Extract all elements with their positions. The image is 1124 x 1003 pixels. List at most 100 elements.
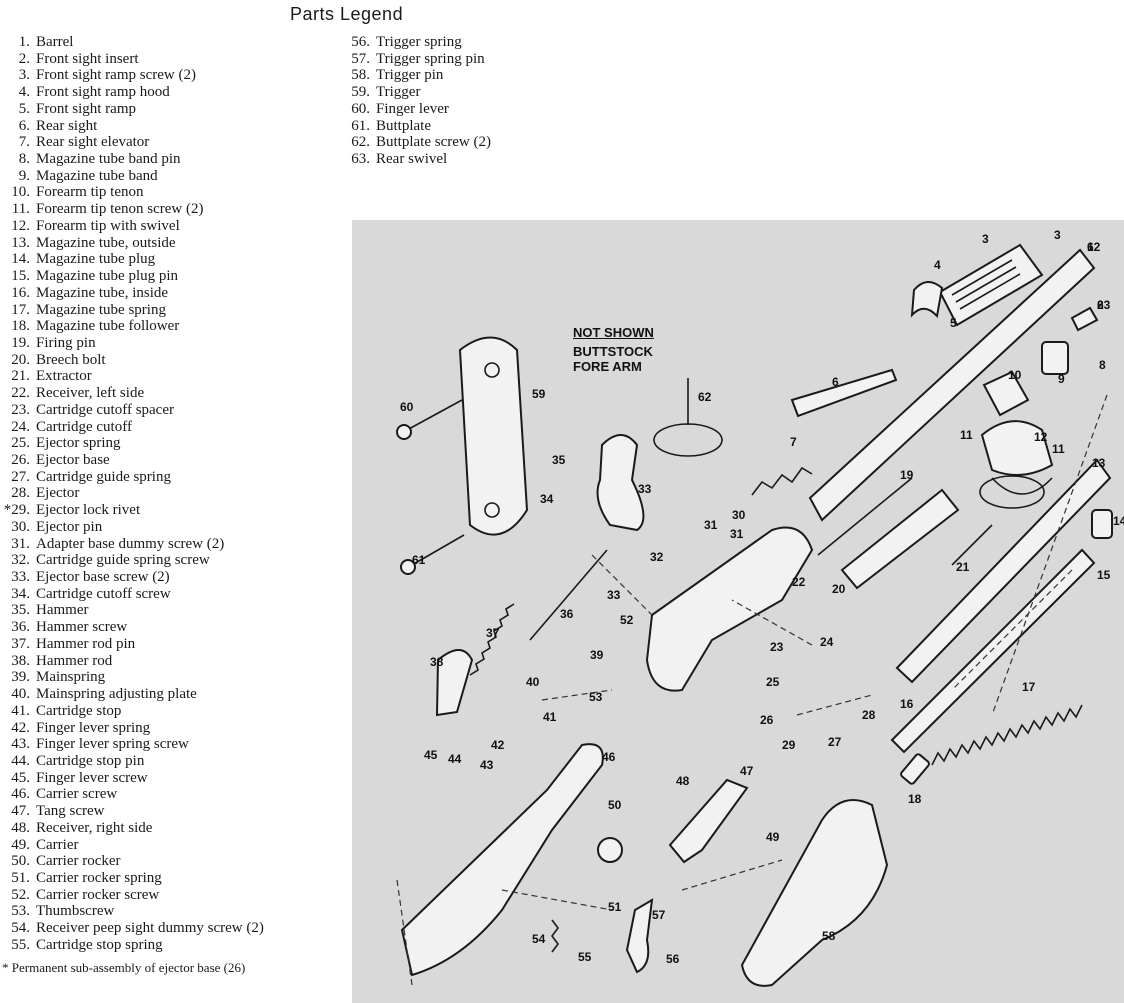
legend-item: 60.Finger lever — [338, 101, 449, 118]
legend-item-number: 43. — [11, 736, 30, 753]
legend-item-name: Magazine tube band pin — [36, 151, 181, 168]
legend-item-name: Trigger pin — [376, 67, 444, 84]
legend-item: 15.Magazine tube plug pin — [0, 268, 178, 285]
legend-item-number: 51. — [11, 870, 30, 886]
part-callout-11: 11 — [960, 428, 973, 442]
part-callout-53: 53 — [589, 690, 603, 704]
legend-item: 41.Cartridge stop — [0, 703, 121, 720]
legend-item-number: 10. — [11, 184, 30, 201]
legend-item-name: Magazine tube, inside — [36, 284, 169, 301]
part-callout-14: 14 — [1113, 514, 1124, 528]
firing-pin-part — [817, 477, 913, 556]
legend-item-name: Finger lever — [376, 100, 449, 117]
part-callout-28: 28 — [862, 708, 876, 722]
legend-item-number: 15. — [11, 268, 30, 285]
legend-item-number: 20. — [11, 351, 30, 368]
legend-item: 31.Adapter base dummy screw (2) — [0, 536, 224, 553]
legend-item-name: Extractor — [36, 368, 92, 385]
legend-item-number: 42. — [11, 719, 30, 736]
legend-item: 19.Firing pin — [0, 334, 95, 352]
part-callout-39: 39 — [590, 648, 604, 662]
tenon-part — [982, 370, 1030, 417]
thumbscrew-part — [597, 837, 623, 863]
legend-footnote: * Permanent sub-assembly of ejector base… — [2, 960, 246, 975]
legend-item: 35.Hammer — [0, 602, 88, 619]
part-callout-56: 56 — [666, 952, 680, 966]
legend-item-name: Receiver, right side — [36, 819, 153, 836]
exploded-view-drawing — [396, 243, 1113, 987]
legend-item-name: Adapter base dummy screw (2) — [36, 535, 225, 552]
legend-item-name: Finger lever spring — [36, 719, 151, 736]
part-callout-61: 61 — [412, 553, 426, 567]
part-callout-62: 62 — [698, 390, 712, 404]
part-callout-50: 50 — [608, 798, 622, 812]
legend-item-name: Hammer rod — [36, 652, 113, 669]
legend-item: 13.Magazine tube, outside — [0, 234, 176, 252]
legend-item: 42. Finger lever spring — [0, 720, 150, 737]
part-callout-13: 13 — [1092, 456, 1106, 470]
legend-item-number: 25. — [11, 435, 30, 452]
legend-item-number: 8. — [18, 151, 30, 168]
legend-item-name: Ejector spring — [36, 435, 121, 452]
legend-item-number: 62. — [351, 134, 370, 151]
legend-item-number: 19. — [11, 334, 30, 351]
legend-item-number: 4. — [18, 84, 30, 101]
legend-item-name: Cartridge guide spring screw — [36, 552, 210, 569]
part-callout-41: 41 — [543, 710, 557, 724]
legend-item: 37. Hammer rod pin — [0, 636, 135, 653]
legend-item-number: 28. — [11, 485, 30, 502]
legend-item-number: 23. — [11, 401, 30, 418]
legend-item: 59.Trigger — [338, 84, 420, 101]
legend-item: 25. Ejector spring — [0, 435, 121, 452]
barrel-part — [808, 243, 1096, 522]
legend-item: 21. Extractor — [0, 368, 92, 385]
legend-item: 61.Buttplate — [338, 118, 431, 135]
legend-item-number: 6. — [18, 117, 30, 134]
legend-item-name: Front sight insert — [36, 50, 139, 67]
legend-item-name: Receiver peep sight dummy screw (2) — [36, 920, 264, 937]
part-callout-12: 12 — [1034, 430, 1048, 444]
receiver-right-part — [400, 743, 604, 977]
legend-item: 62.Buttplate screw (2) — [338, 134, 491, 151]
legend-item-name: Hammer rod pin — [36, 635, 136, 652]
legend-item-name: Hammer — [36, 602, 89, 619]
legend-item-name: Magazine tube follower — [36, 318, 180, 335]
magazine-tube-outside-part — [895, 458, 1112, 684]
legend-item-number: 9. — [18, 167, 30, 184]
legend-item: 52.Carrier rocker screw — [0, 887, 159, 904]
legend-item-number: 16. — [11, 284, 30, 301]
mainspring-plate-part — [435, 649, 474, 717]
part-callout-31: 31 — [704, 518, 718, 532]
legend-item-name: Finger lever screw — [36, 769, 148, 786]
legend-item-number: 37. — [11, 635, 30, 652]
legend-item: 58.Trigger pin — [338, 67, 443, 84]
legend-item-number: 34. — [11, 585, 30, 602]
legend-item-number: 33. — [11, 569, 30, 586]
part-callout-27: 27 — [828, 735, 842, 749]
legend-item: 14.Magazine tube plug — [0, 251, 155, 268]
part-callout-57: 57 — [652, 908, 666, 922]
part-callout-16: 16 — [900, 697, 914, 711]
legend-item: 34. Cartridge cutoff screw — [0, 585, 171, 603]
legend-item-name: Magazine tube, outside — [36, 234, 176, 251]
part-callout-37: 37 — [486, 626, 500, 640]
legend-item: 46.Carrier screw — [0, 786, 117, 803]
part-callout-29: 29 — [782, 738, 796, 752]
legend-item-number: 21. — [11, 368, 30, 385]
legend-item: 33.Ejector base screw (2) — [0, 569, 169, 586]
legend-item-number: 5. — [18, 100, 30, 117]
rear-sight-part — [790, 368, 898, 418]
magazine-follower-part — [900, 753, 930, 785]
magazine-spring-part — [931, 704, 1083, 766]
legend-item-name: Tang screw — [36, 803, 105, 820]
legend-item-name: Cartridge cutoff screw — [36, 585, 171, 602]
legend-item-name: Carrier rocker spring — [36, 870, 162, 886]
legend-item-name: Receiver, left side — [36, 385, 145, 402]
legend-item: 43.Finger lever spring screw — [0, 736, 189, 753]
receiver-left-part — [645, 526, 814, 692]
part-callout-54: 54 — [532, 932, 546, 946]
legend-item-name: Trigger spring pin — [376, 50, 485, 67]
not-shown-title: NOT SHOWN — [573, 325, 654, 340]
legend-item-name: Forearm tip tenon screw (2) — [36, 201, 204, 218]
